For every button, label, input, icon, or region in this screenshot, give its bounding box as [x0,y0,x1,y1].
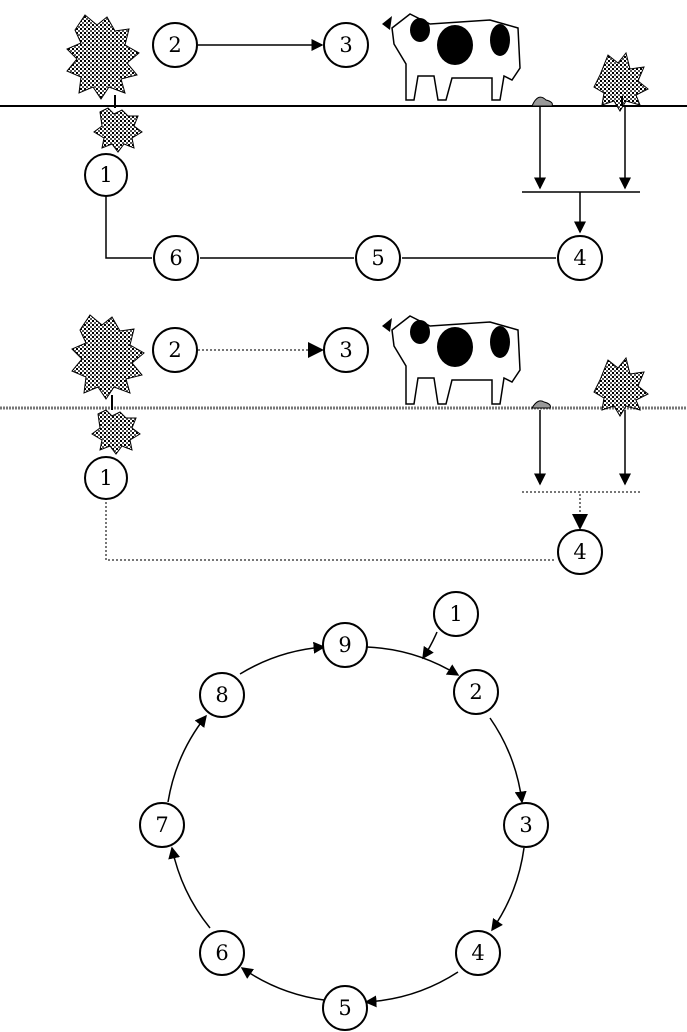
svg-text:6: 6 [169,246,182,270]
plant-illustration [66,14,143,153]
node-5: 5 [355,235,401,281]
arc-9-to-2 [366,646,460,676]
connector-1-to-4 [105,498,556,561]
small-plant-illustration [593,51,649,112]
svg-text:4: 4 [573,540,586,564]
svg-text:9: 9 [338,633,351,657]
dung-icon [531,400,551,409]
small-plant-illustration [593,356,649,417]
node-4: 4 [455,930,501,976]
plant-illustration [71,314,145,455]
node-3: 3 [323,327,369,373]
node-6: 6 [199,930,245,976]
node-2: 2 [453,669,499,715]
cow-illustration [382,13,521,101]
svg-text:8: 8 [215,683,228,707]
node-1: 1 [84,153,128,197]
cow-illustration [382,315,521,405]
node-1: 1 [84,456,128,500]
arc-2-to-3 [489,717,527,804]
svg-text:3: 3 [519,813,532,837]
node-2: 2 [152,22,198,68]
node-5: 5 [322,985,368,1031]
arc-6-to-7 [168,846,211,929]
svg-text:3: 3 [339,338,352,362]
svg-text:2: 2 [469,680,482,704]
svg-text:1: 1 [99,466,112,490]
arc-4-to-5 [364,971,459,1008]
svg-text:3: 3 [339,33,352,57]
svg-text:4: 4 [471,941,484,965]
node-1: 1 [433,591,479,637]
panel-cycle: 1 2 3 4 5 6 7 8 [139,591,549,1031]
panel-top: 1 2 3 4 5 6 [0,13,687,281]
node-6: 6 [153,235,199,281]
arrow-1-into-cycle [422,631,438,660]
node-2: 2 [152,327,198,373]
node-3: 3 [323,22,369,68]
node-8: 8 [199,672,245,718]
svg-text:2: 2 [168,33,181,57]
svg-text:7: 7 [155,813,168,837]
panel-middle: 1 2 3 4 [0,314,687,575]
svg-text:2: 2 [168,338,181,362]
dung-icon [531,96,553,107]
node-4: 4 [557,235,603,281]
arc-5-to-6 [240,967,325,1001]
svg-text:6: 6 [215,941,228,965]
svg-text:5: 5 [338,996,351,1020]
node-3: 3 [503,802,549,848]
node-7: 7 [139,802,185,848]
arc-8-to-9 [239,641,326,675]
node-9: 9 [322,622,368,668]
svg-text:5: 5 [371,246,384,270]
node-4: 4 [557,529,603,575]
svg-text:1: 1 [449,602,462,626]
svg-text:1: 1 [99,163,112,187]
connector-1-to-6 [105,196,152,259]
arc-3-to-4 [491,847,525,932]
arc-7-to-8 [167,714,207,803]
svg-text:4: 4 [573,246,586,270]
